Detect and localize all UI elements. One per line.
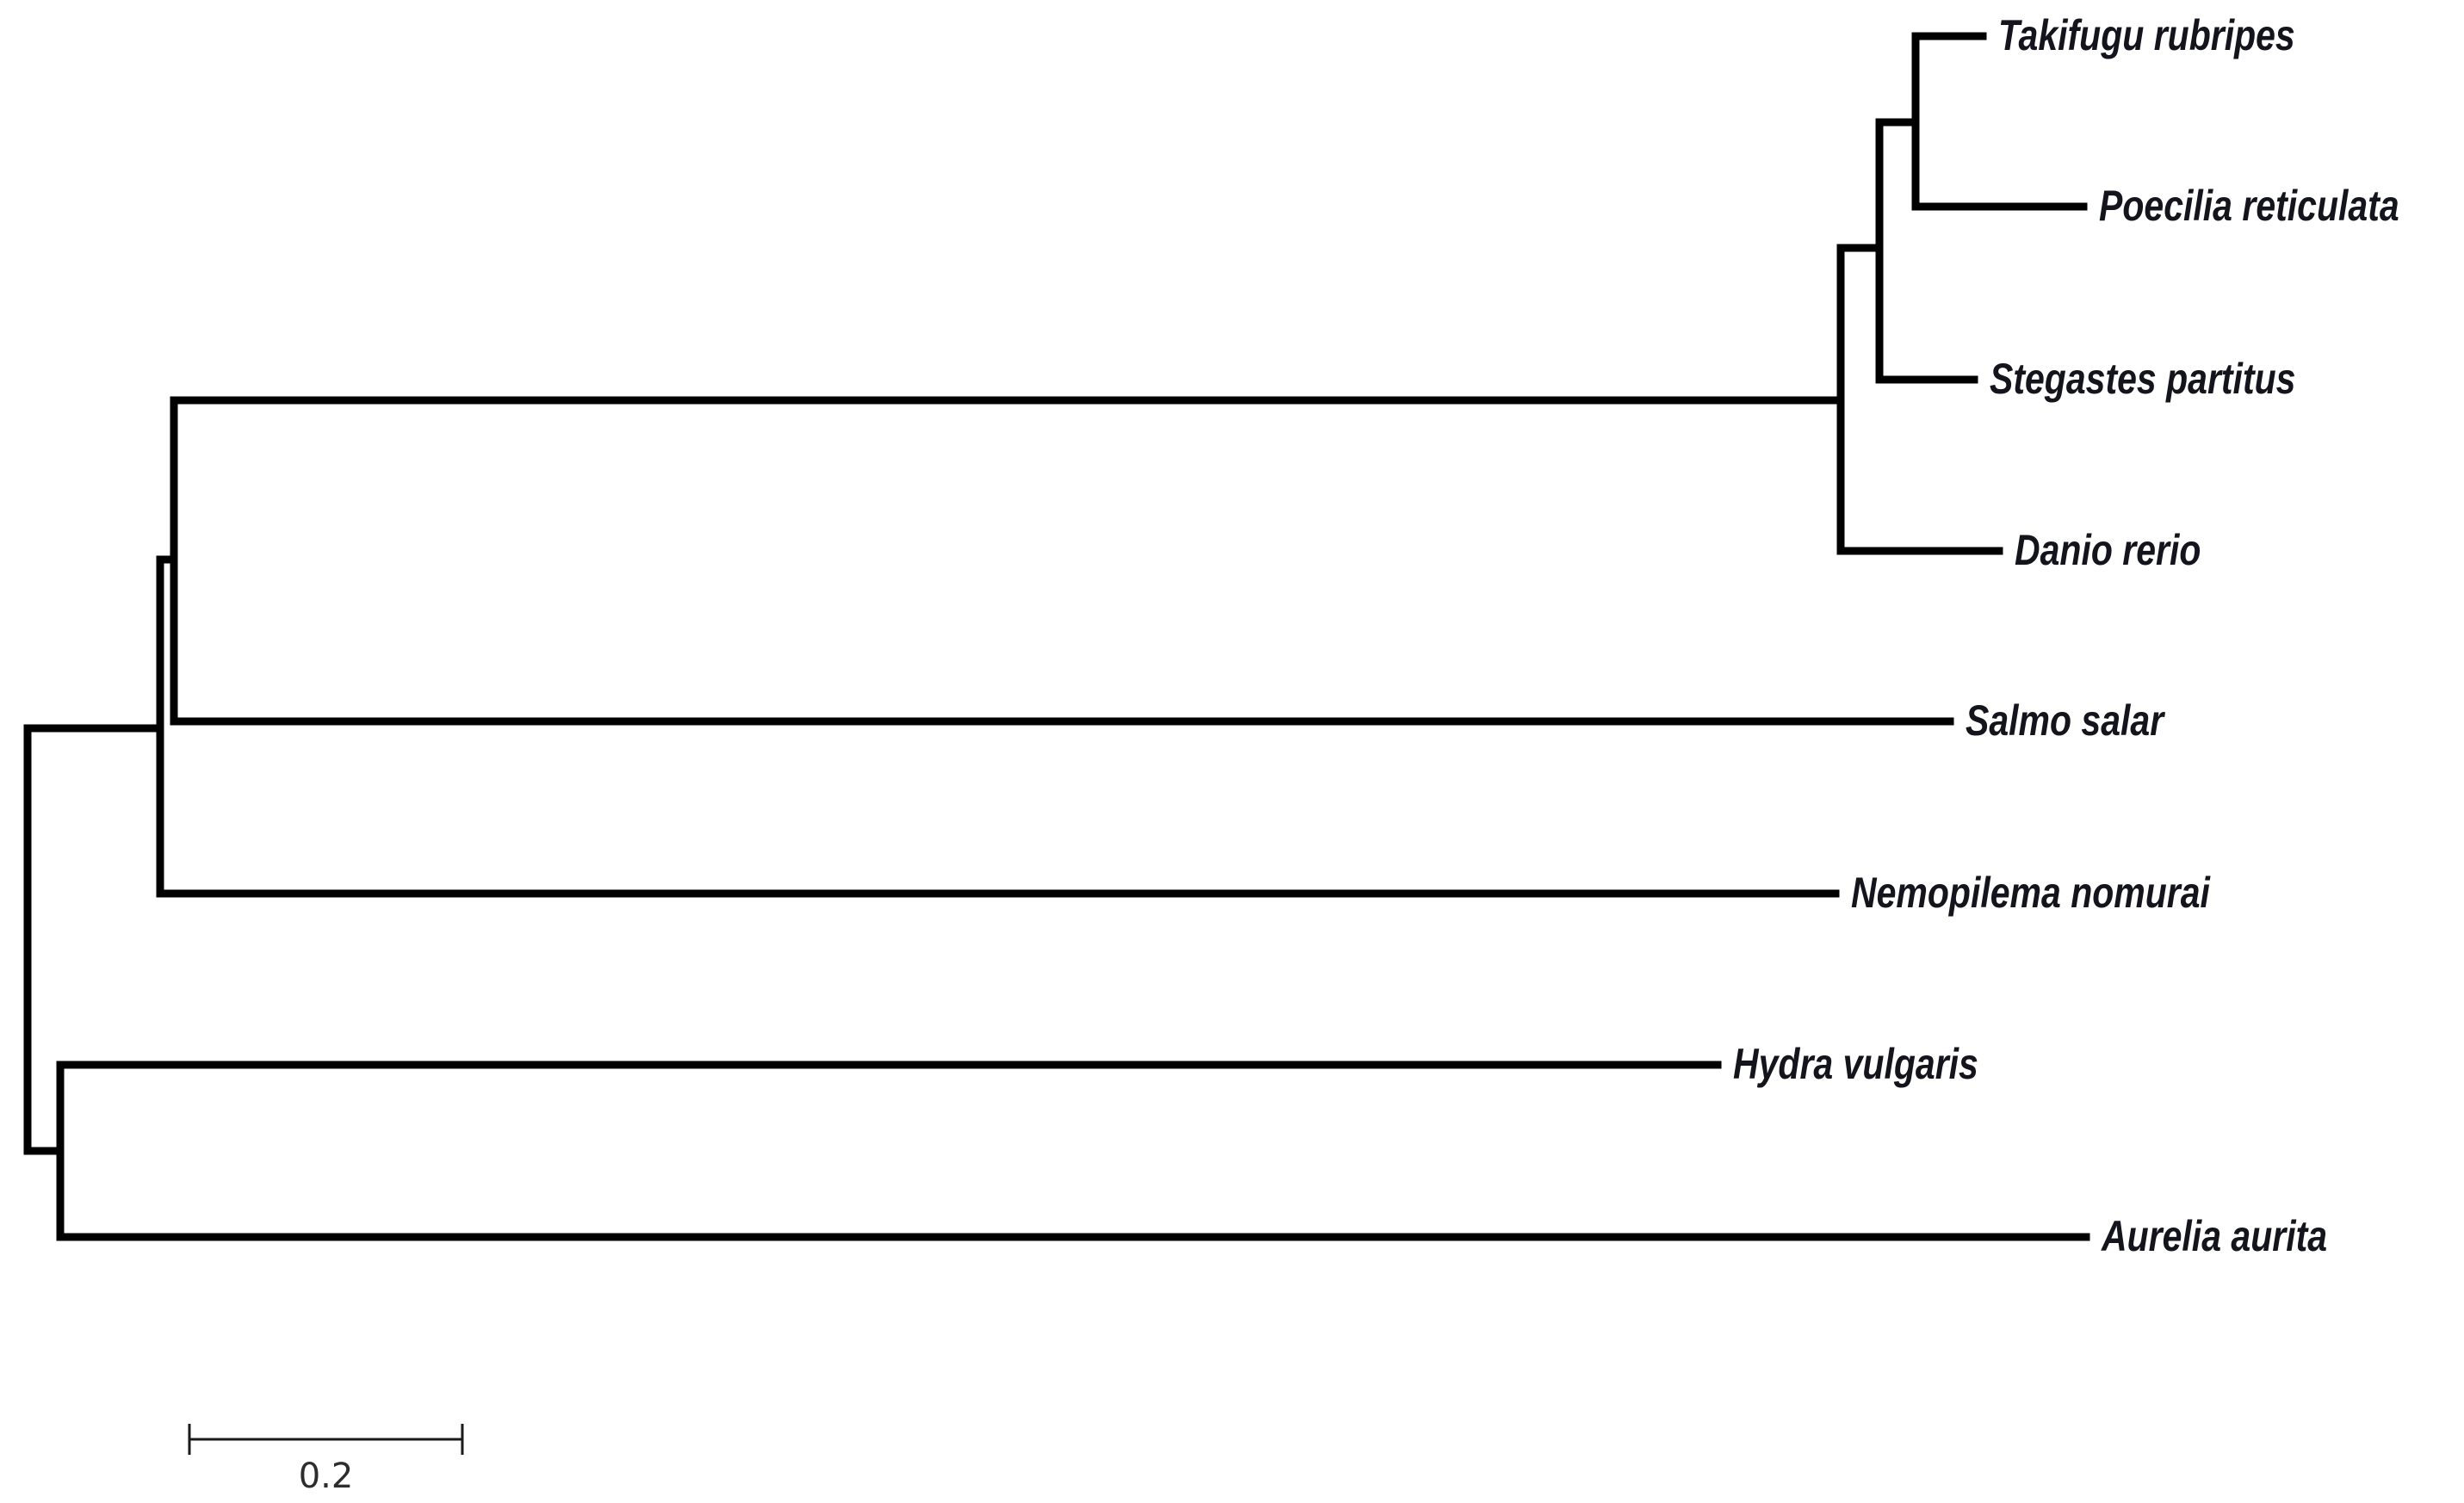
taxon-label-takifugu-rubripes: Takifugu rubripes (1998, 10, 2295, 59)
scale-bar-label: 0.2 (298, 1457, 354, 1496)
taxon-label-stegastes-partitus: Stegastes partitus (1990, 354, 2296, 403)
taxon-label-aurelia-aurita: Aurelia aurita (2102, 1211, 2328, 1260)
taxon-label-danio-rerio: Danio rerio (2015, 525, 2201, 574)
taxon-label-hydra-vulgaris: Hydra vulgaris (1733, 1039, 1978, 1088)
taxon-label-poecilia-reticulata: Poecilia reticulata (2099, 181, 2399, 230)
taxon-label-salmo-salar: Salmo salar (1966, 696, 2164, 745)
taxon-label-nemopilema-nomurai: Nemopilema nomurai (1851, 868, 2210, 917)
